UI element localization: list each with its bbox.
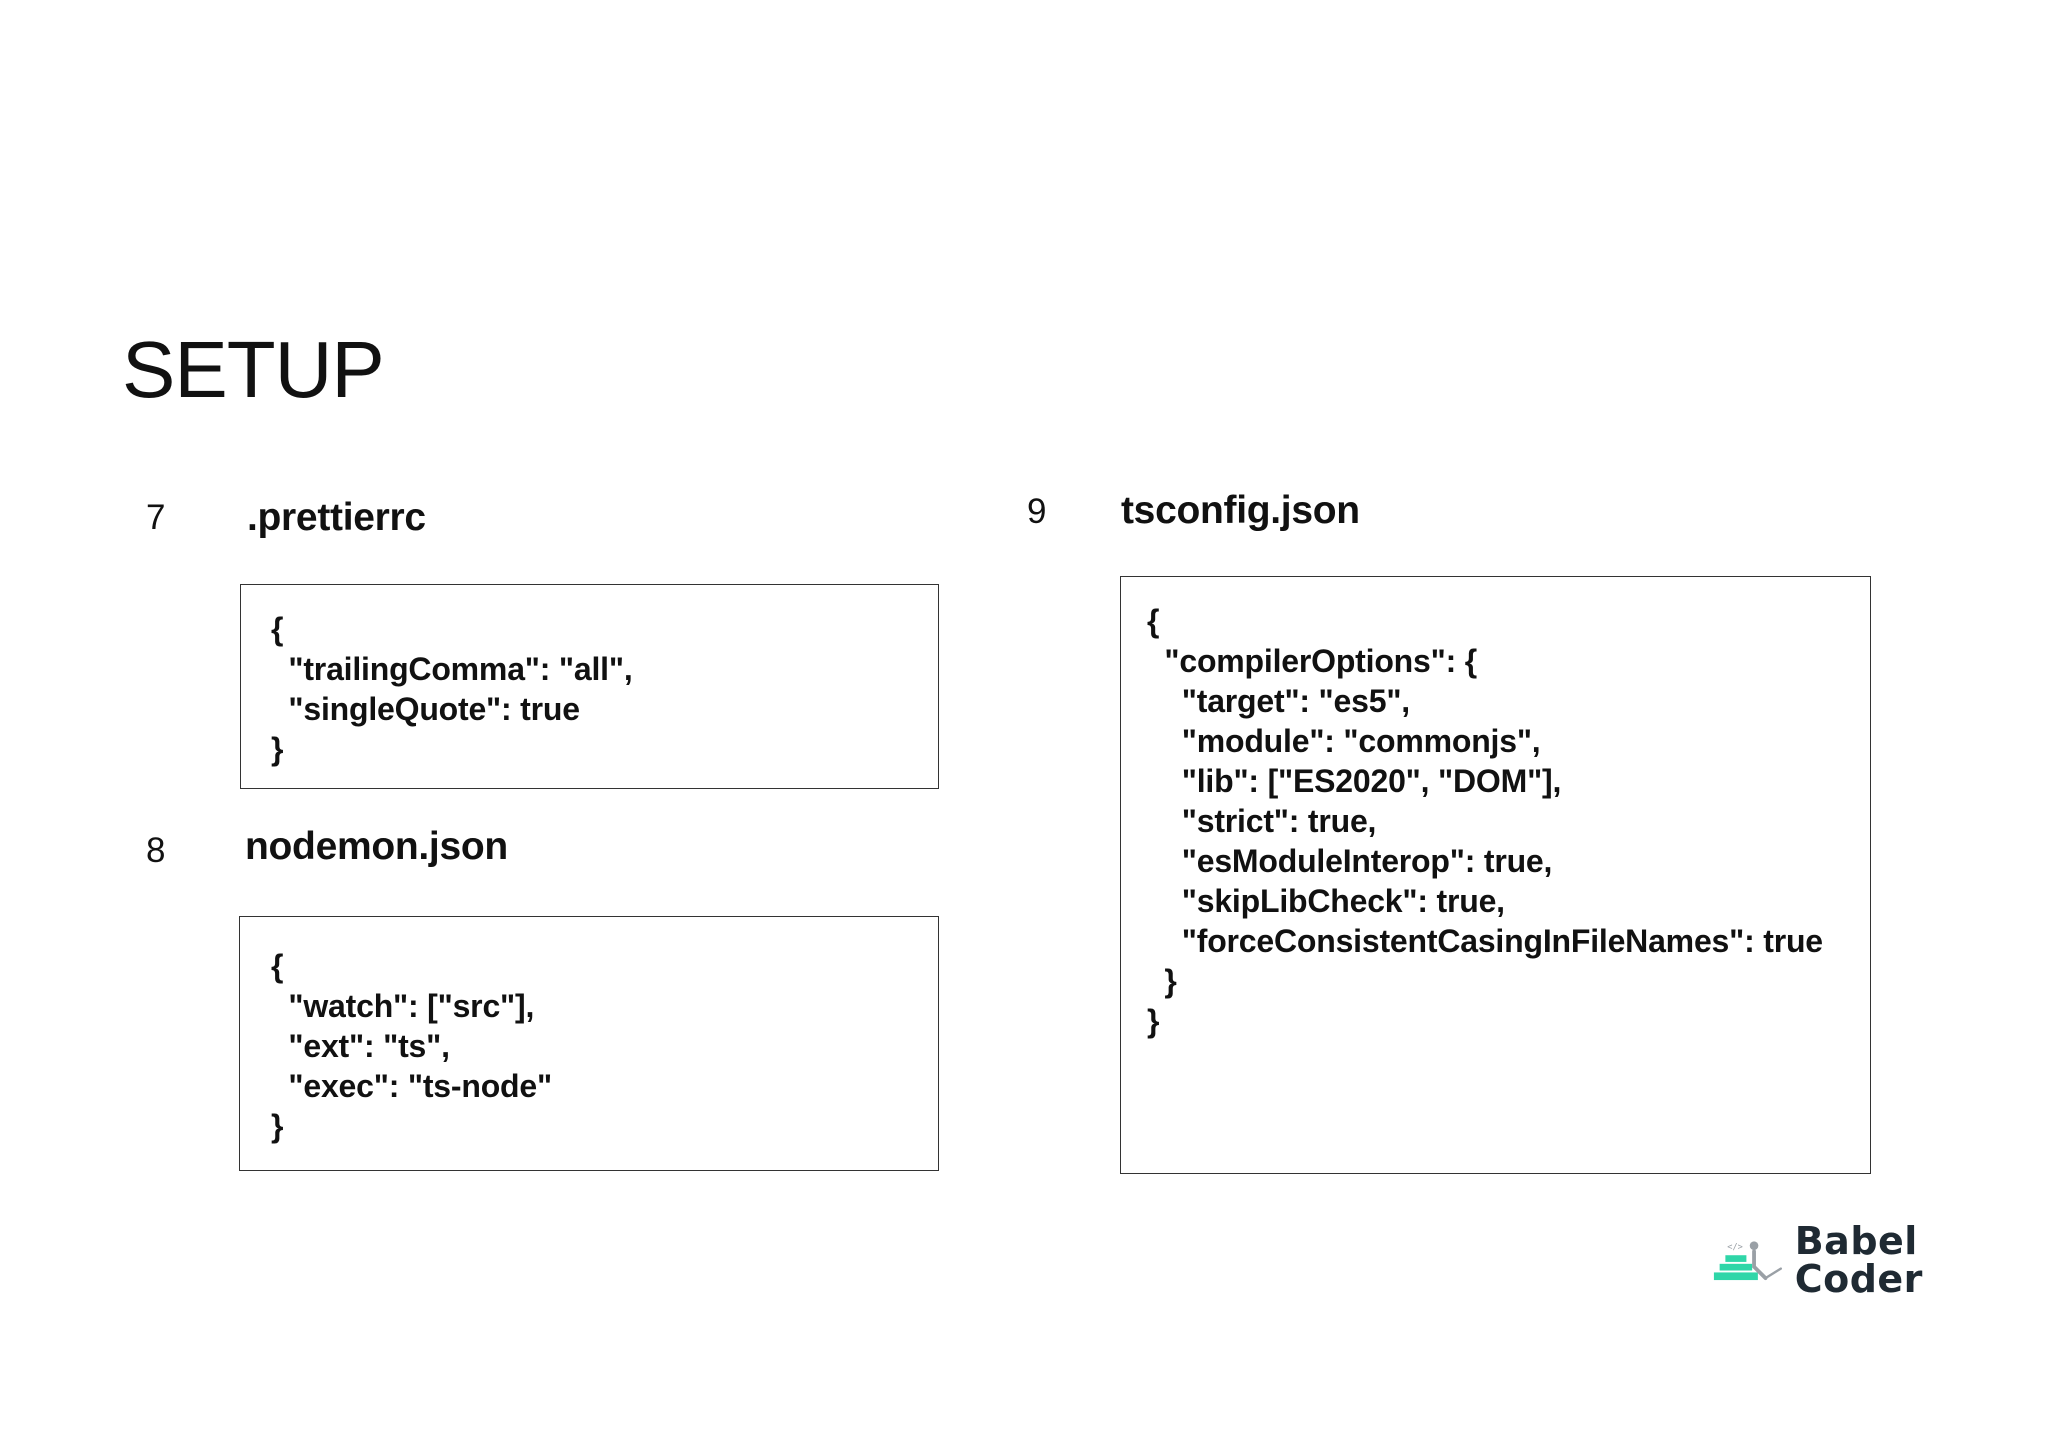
- babel-coder-logo-icon: </>: [1713, 1241, 1783, 1281]
- step-number-prettierrc: 7: [146, 498, 166, 537]
- code-box-nodemon: { "watch": ["src"], "ext": "ts", "exec":…: [239, 916, 939, 1171]
- step-number-tsconfig: 9: [1027, 492, 1047, 531]
- brand-name: Babel Coder: [1794, 1219, 1923, 1301]
- code-nodemon: { "watch": ["src"], "ext": "ts", "exec":…: [271, 948, 552, 1144]
- code-box-prettierrc: { "trailingComma": "all", "singleQuote":…: [240, 584, 939, 789]
- code-box-tsconfig: { "compilerOptions": { "target": "es5", …: [1120, 576, 1871, 1174]
- slide-title: SETUP: [122, 325, 385, 414]
- code-prettierrc: { "trailingComma": "all", "singleQuote":…: [271, 611, 633, 767]
- brand-logo: </> Babel Coder: [1712, 1222, 2048, 1298]
- logo-code-mark: </>: [1727, 1242, 1743, 1252]
- code-tsconfig: { "compilerOptions": { "target": "es5", …: [1147, 603, 1823, 1039]
- step-number-nodemon: 8: [146, 831, 166, 870]
- filename-tsconfig: tsconfig.json: [1121, 489, 1360, 532]
- filename-nodemon: nodemon.json: [245, 825, 508, 868]
- filename-prettierrc: .prettierrc: [247, 496, 426, 539]
